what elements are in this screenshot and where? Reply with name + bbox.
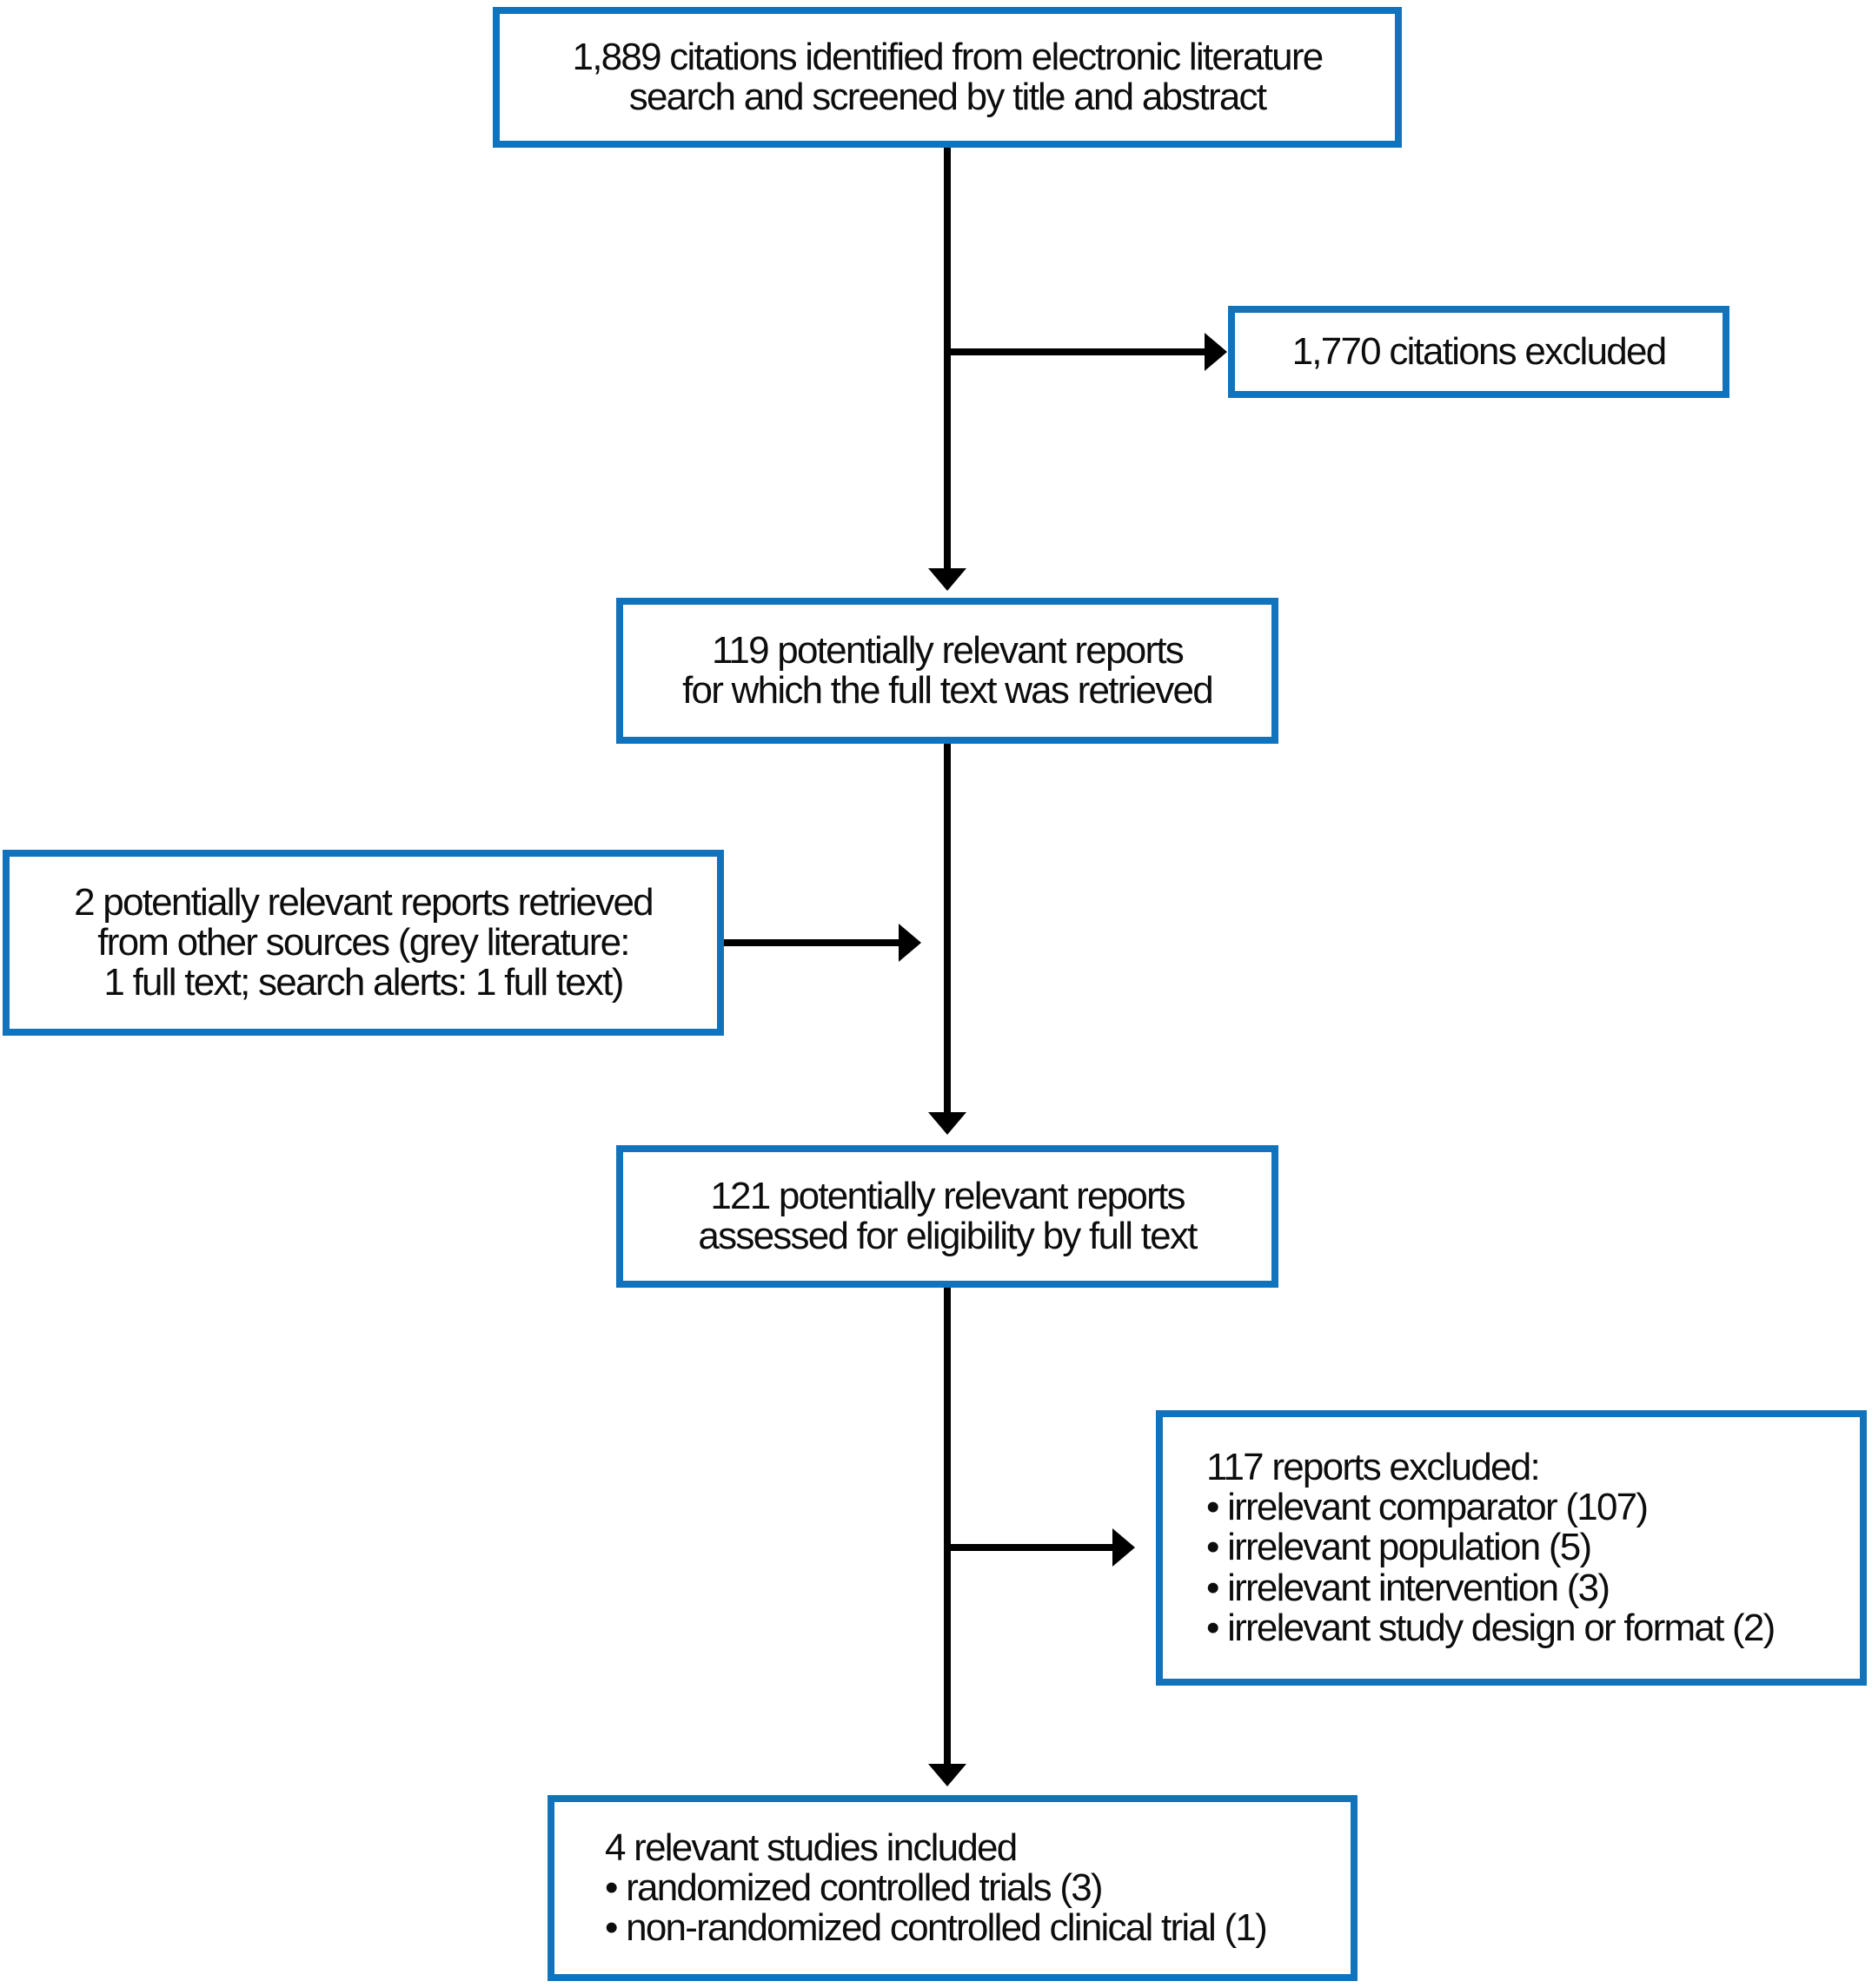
list-item: • randomized controlled trials (3) (605, 1865, 1104, 1909)
connector-assessed-to-included (944, 1288, 951, 1764)
node-text-line: 121 potentially relevant reports (710, 1174, 1185, 1217)
list-item: • non-randomized controlled clinical tri… (605, 1906, 1268, 1950)
list-item: • irrelevant population (5) (1206, 1526, 1592, 1569)
node-text-line: 2 potentially relevant reports retrieved (74, 880, 654, 924)
node-fulltext-retrieved: 119 potentially relevant reports for whi… (616, 598, 1278, 744)
arrowhead-right-to-citations-excluded (1205, 333, 1227, 371)
node-text-line: 1,770 citations excluded (1291, 329, 1668, 373)
list-item: • irrelevant comparator (107) (1206, 1486, 1649, 1529)
node-text-line: for which the full text was retrieved (682, 669, 1214, 712)
connector-other-sources-to-main (724, 939, 899, 946)
node-text-line: assessed for eligibility by full text (698, 1215, 1198, 1257)
arrowhead-right-from-other-sources (899, 924, 921, 962)
arrowhead-right-to-reports-excluded (1112, 1528, 1135, 1567)
connector-branch-citations-excluded (947, 348, 1205, 355)
node-other-sources: 2 potentially relevant reports retrieved… (3, 850, 724, 1036)
node-text-line: 1,889 citations identified from electron… (572, 35, 1324, 78)
list-item: • irrelevant intervention (3) (1206, 1566, 1610, 1609)
node-citations-identified: 1,889 citations identified from electron… (493, 7, 1402, 148)
arrowhead-down-to-retrieved (928, 568, 966, 591)
node-assessed-eligibility: 121 potentially relevant reports assesse… (616, 1145, 1278, 1288)
node-text-line: search and screened by title and abstrac… (628, 76, 1267, 118)
node-text-line: from other sources (grey literature: (97, 920, 630, 964)
node-title: 117 reports excluded: (1206, 1446, 1541, 1489)
connector-branch-reports-excluded (947, 1544, 1112, 1551)
connector-identified-to-retrieved (944, 148, 951, 568)
node-title: 4 relevant studies included (605, 1826, 1018, 1869)
connector-retrieved-to-assessed (944, 744, 951, 1112)
list-item: • irrelevant study design or format (2) (1206, 1606, 1776, 1649)
node-reports-excluded: 117 reports excluded: • irrelevant compa… (1156, 1410, 1867, 1686)
node-text-line: 119 potentially relevant reports (711, 628, 1185, 672)
node-text-line: 1 full text; search alerts: 1 full text) (103, 961, 624, 1004)
arrowhead-down-to-assessed (928, 1112, 966, 1135)
node-citations-excluded: 1,770 citations excluded (1228, 306, 1729, 398)
arrowhead-down-to-included (928, 1764, 966, 1786)
node-studies-included: 4 relevant studies included • randomized… (548, 1795, 1358, 1981)
